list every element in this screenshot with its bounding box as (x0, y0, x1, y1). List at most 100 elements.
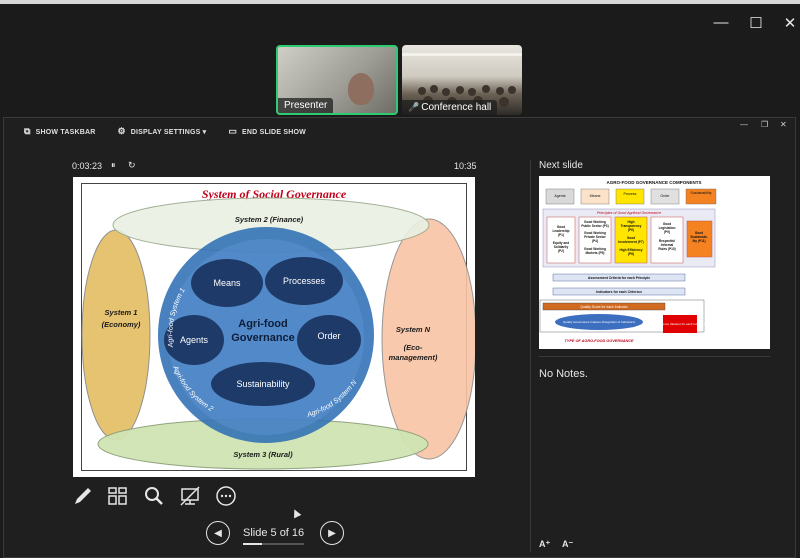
more-options-button[interactable] (215, 485, 237, 507)
p11-box (686, 220, 713, 258)
presenter-video-tile[interactable]: Presenter (276, 45, 398, 115)
grid-icon (108, 487, 127, 505)
b4-5: Rules (P10) (658, 247, 675, 251)
b2-1: Public Sector (P3) (581, 224, 608, 228)
next-slide-button[interactable]: ▶ (320, 521, 344, 545)
system1-ellipse (81, 229, 151, 441)
frame-close-button[interactable]: ✕ (780, 120, 787, 129)
previous-slide-button[interactable]: ◀ (206, 521, 230, 545)
center-label-1: Agri-food (238, 318, 287, 330)
more-icon (216, 486, 236, 506)
b5-2: lity (P11) (692, 239, 705, 243)
next-slide-preview[interactable]: AGRO-FOOD GOVERNANCE COMPONENTS Agents M… (539, 176, 770, 349)
show-taskbar-label: SHOW TASKBAR (35, 129, 96, 136)
means-label: Means (213, 278, 241, 288)
end-slide-show-button[interactable]: ▭END SLIDE SHOW (228, 126, 306, 137)
sustainability-bubble (211, 362, 315, 406)
process-box (615, 188, 645, 205)
b2-6: Markets (P5) (586, 251, 605, 255)
pause-timer-button[interactable]: ⏸ (111, 160, 116, 170)
p1-box (546, 216, 576, 264)
b3-4: Involvement (P7) (618, 240, 644, 244)
b2-0: Good Working (584, 220, 606, 224)
reference-label: Reference Value(s) for each Indicator (655, 322, 705, 326)
systemN-label-3: management) (389, 353, 438, 362)
type-label: TYPE OF AGRO-FOOD GOVERNANCE (564, 339, 634, 343)
b5-0: Good (695, 231, 703, 235)
b5-1: Sustainabi- (690, 235, 707, 239)
b2-4: (P4) (592, 239, 598, 243)
black-screen-button[interactable] (179, 485, 201, 507)
sustainability-box (685, 188, 717, 205)
pen-tool-button[interactable] (72, 485, 94, 507)
conference-hall-video-tile[interactable]: 🎤Conference hall (402, 45, 522, 115)
previous-arrow-icon: ◀ (214, 527, 222, 539)
frame-minimize-button[interactable]: — (740, 120, 748, 129)
b4-0: Good (663, 222, 671, 226)
b4-3: Respectful (659, 239, 675, 243)
quality-index-label: Quality Governance Indexes (Integration … (563, 320, 635, 324)
agents-bubble (164, 315, 224, 365)
governance-diagram: Agri-food System 1 Agri-food System 2 Ag… (81, 197, 475, 470)
reset-timer-button[interactable]: ↻ (128, 160, 136, 170)
b1-5: (P2) (558, 249, 564, 253)
current-time: 10:35 (454, 161, 477, 171)
next-title: AGRO-FOOD GOVERNANCE COMPONENTS (606, 180, 701, 185)
agents-label: Agents (180, 335, 209, 345)
b2-3: Private Sector (584, 235, 606, 239)
means-bubble (191, 259, 263, 307)
agents-box (545, 188, 575, 205)
elapsed-timer: 0:03:23 (72, 161, 103, 171)
current-slide: System of Social Governance Agri-food Sy… (73, 177, 475, 477)
b1-3: Equity and (553, 241, 569, 245)
indicators-box (552, 287, 686, 296)
presenter-toolbar: ⧉ SHOW TASKBAR ⚙DISPLAY SETTINGS ▾ ▭END S… (24, 126, 306, 137)
system3-label: System 3 (Rural) (233, 450, 293, 459)
show-taskbar-button[interactable]: ⧉ SHOW TASKBAR (24, 126, 95, 137)
next-slide-label: Next slide (539, 160, 583, 171)
conference-hall-name-label: 🎤Conference hall (402, 100, 498, 115)
see-all-slides-button[interactable] (107, 485, 129, 507)
decrease-text-button[interactable]: A⁻ (562, 539, 574, 549)
slide-progress-track (243, 543, 304, 545)
p9-box (650, 216, 684, 264)
comp-agents: Agents (554, 194, 565, 198)
increase-text-button[interactable]: A⁺ (539, 539, 551, 549)
end-slide-show-label: END SLIDE SHOW (242, 129, 306, 136)
slide-progress-fill (243, 543, 263, 545)
slide-title: System of Social Governance (201, 187, 347, 201)
quality-score-label: Quality Score for each Indicator (580, 305, 628, 309)
order-label: Order (317, 331, 340, 341)
comp-order: Order (660, 194, 670, 198)
indicators-label: Indicators for each Criterion (596, 290, 641, 294)
slide-counter[interactable]: Slide 5 of 16 (243, 527, 305, 539)
b2-2: Good Working (584, 231, 606, 235)
maximize-button[interactable]: ☐ (749, 15, 763, 32)
systemN-label-1: System N (396, 325, 431, 334)
b3-1: Transparency (621, 224, 642, 228)
reference-box (663, 315, 697, 333)
minimize-button[interactable]: — (713, 14, 729, 31)
b1-0: Good (557, 225, 565, 229)
display-settings-button[interactable]: ⚙DISPLAY SETTINGS ▾ (117, 126, 206, 137)
next-arrow-icon: ▶ (328, 527, 336, 539)
participant-name: Conference hall (421, 102, 492, 113)
frame-restore-button[interactable]: ❐ (761, 120, 769, 129)
system1-label-2: (Economy) (102, 320, 141, 329)
close-button[interactable]: ✕ (783, 15, 797, 32)
b3-5: High Efficiency (619, 248, 642, 252)
quality-index-ellipse (555, 314, 643, 330)
taskbar-icon: ⧉ (24, 126, 31, 136)
panel-divider[interactable] (530, 160, 531, 552)
order-bubble (297, 315, 361, 365)
b3-3: Good (627, 236, 635, 240)
processes-label: Processes (283, 276, 326, 286)
system2-label: System 2 (Finance) (235, 215, 304, 224)
pen-icon (75, 488, 91, 504)
b4-1: Legislation (659, 226, 676, 230)
order-box (650, 188, 680, 205)
b4-4: Informal (661, 243, 674, 247)
zoom-slide-button[interactable] (143, 485, 165, 507)
b4-2: (P9) (664, 230, 670, 234)
comp-means: Means (590, 194, 601, 198)
